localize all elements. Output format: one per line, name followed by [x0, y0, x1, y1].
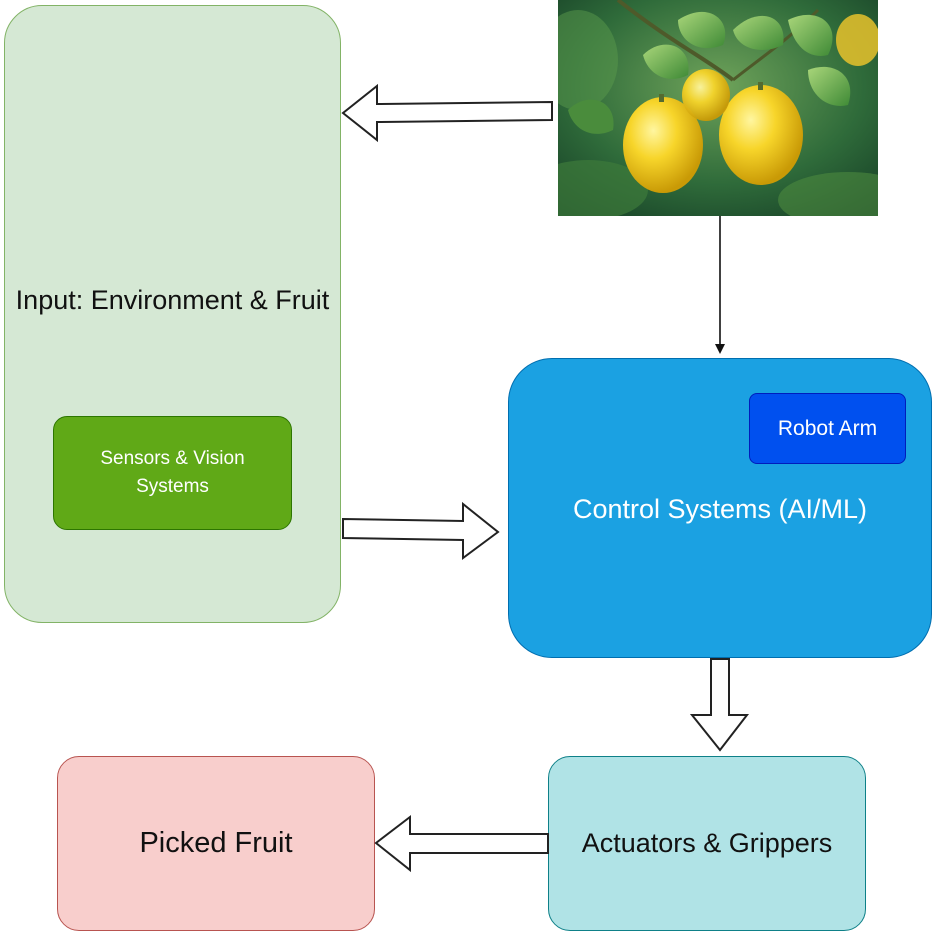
robot-arm-node[interactable]: Robot Arm [749, 393, 906, 464]
lemon-tree-illustration [558, 0, 878, 216]
sensors-vision-node[interactable]: Sensors & Vision Systems [53, 416, 292, 530]
actuators-grippers-node[interactable]: Actuators & Grippers [548, 756, 866, 931]
control-systems-node[interactable]: Control Systems (AI/ML) [508, 358, 932, 658]
actuators-grippers-label: Actuators & Grippers [581, 828, 833, 858]
arrow-control-to-actuators [689, 658, 750, 752]
picked-fruit-label: Picked Fruit [139, 827, 293, 859]
arrow-photo-to-input [341, 83, 553, 143]
arrow-actuators-to-picked [374, 814, 549, 873]
control-systems-label: Control Systems (AI/ML) [572, 494, 868, 524]
robot-arm-label: Robot Arm [777, 416, 878, 440]
input-environment-label: Input: Environment & Fruit [15, 285, 330, 315]
sensors-vision-label: Sensors & Vision Systems [100, 448, 245, 497]
arrow-input-to-control [342, 501, 500, 560]
lemon-tree-photo [558, 0, 878, 216]
picked-fruit-node[interactable]: Picked Fruit [57, 756, 375, 931]
